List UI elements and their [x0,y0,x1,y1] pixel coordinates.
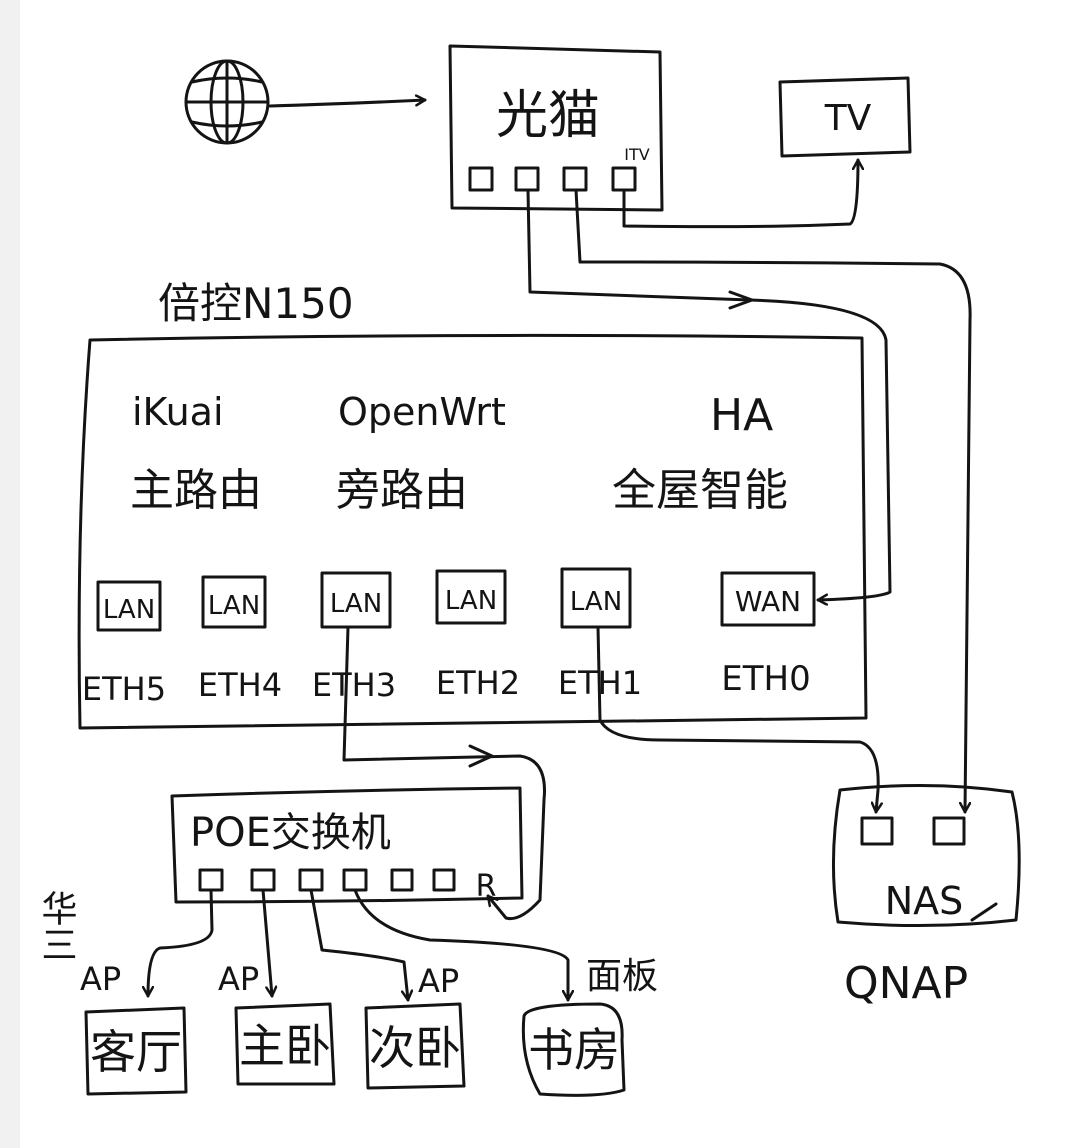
router-port-tag: LAN [103,595,155,625]
router-port-tag: LAN [570,587,622,617]
modem-to-nas-line [574,188,972,814]
tv-label: TV [824,98,872,139]
nas-label: NAS [885,879,964,923]
left-margin-strip [0,0,20,1148]
modem-port-iptv [611,166,637,192]
router-system-name-2: HA [710,390,773,441]
switch-to-room-1-line [261,888,272,998]
modem-port-3 [562,166,588,192]
room-tag-2: AP [418,962,459,1000]
router-port-eth: ETH4 [198,666,282,704]
switch-port-5 [390,868,414,892]
router-port-tag: LAN [445,586,497,616]
switch-port-4 [342,868,368,892]
nas-port-2 [932,816,966,846]
room-tag-0: AP [80,960,121,998]
switch-to-room-0-line [148,888,214,998]
switch-uplink-port: R [476,869,497,904]
router-system-role-2: 全屋智能 [612,465,788,516]
modem-ports [468,166,637,192]
router-port-eth4: LAN ETH4 [198,575,282,704]
room-name: 客厅 [90,1025,182,1079]
router-title: 倍控N150 [158,279,354,328]
modem-label: 光猫 [496,86,600,146]
room-name: 主卧 [239,1019,331,1073]
iptv-to-tv-line [622,158,858,229]
router-port-eth5: LAN ETH5 [82,580,166,708]
modem-box [448,44,664,212]
globe-icon [184,59,270,145]
tv-box [778,76,912,158]
router-port-tag: WAN [735,585,801,618]
modem-to-wan-line [526,188,892,600]
switch-port-1 [198,868,224,892]
nas-port-1 [860,816,894,846]
switch-port-6 [432,868,456,892]
router-system-name-0: iKuai [132,390,224,434]
router-port-eth0: WAN ETH0 [720,571,816,699]
room-box-2: 次卧 [364,1002,466,1090]
modem-port-1 [468,166,494,192]
router-system-role-1: 旁路由 [336,465,468,516]
router-port-eth2: LAN ETH2 [435,569,520,702]
router-port-eth: ETH2 [436,664,520,702]
router-port-eth: ETH0 [721,659,810,699]
switch-port-3 [298,868,324,892]
switch-label: POE交换机 [190,810,391,856]
eth3-to-switch-line [342,625,546,921]
router-port-eth: ETH5 [82,670,166,708]
switch-to-room-3-line [353,888,568,1002]
switch-ports [198,868,456,892]
modem-iptv-label: ITV [624,145,649,164]
room-tag-1: AP [218,960,259,998]
room-box-3: 书房 [521,1002,626,1097]
nas-ports [860,816,966,846]
nas-brand: QNAP [844,958,968,1009]
room-box-1: 主卧 [234,1002,336,1086]
room-name: 书房 [528,1023,620,1077]
router-port-tag: LAN [208,591,260,621]
router-port-tag: LAN [330,589,382,619]
switch-box [170,786,524,904]
router-port-eth3: LAN ETH3 [312,571,396,704]
router-system-role-0: 主路由 [130,465,262,516]
modem-to-wan-midarrow [728,290,754,310]
room-tag-3: 面板 [586,956,658,997]
modem-port-2 [514,166,540,192]
switch-port-2 [250,868,276,892]
router-box [77,333,868,730]
switch-to-room-2-line [309,888,408,1002]
switch-brand: 华三 [36,890,77,962]
room-box-0: 客厅 [84,1006,188,1096]
room-name: 次卧 [369,1021,461,1075]
eth3-to-switch-midarrow [468,744,494,768]
nas-box [831,783,1021,928]
router-system-name-1: OpenWrt [338,390,506,434]
router-port-eth: ETH3 [312,666,396,704]
internet-to-modem-arrow [268,100,427,108]
eth1-to-nas-line [596,625,878,814]
